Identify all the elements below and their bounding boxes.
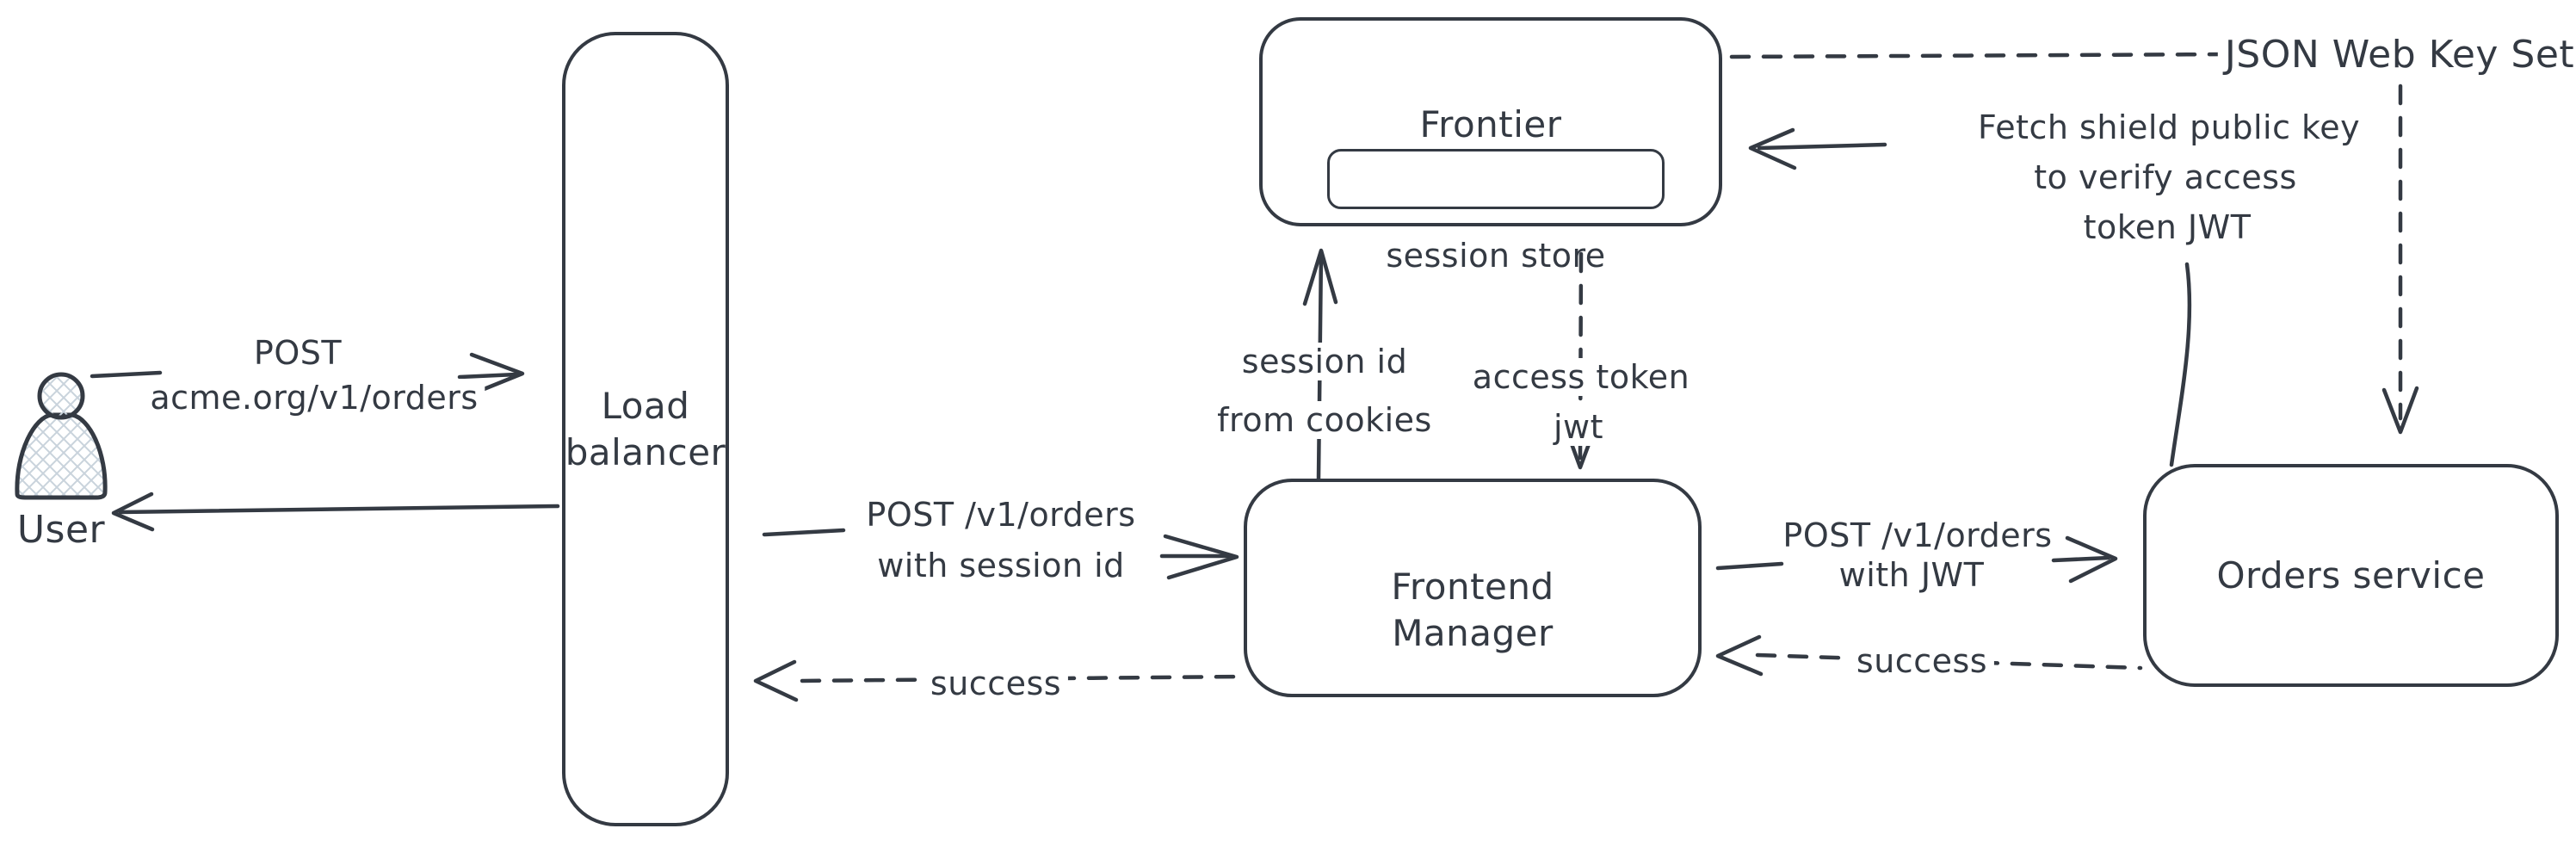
load-balancer-title-line1: Load: [601, 384, 690, 427]
label-fetch-shield-line1: Fetch shield public key: [1970, 108, 2368, 146]
node-load-balancer: Load balancer: [562, 32, 729, 826]
edge-load-balancer-to-user: [111, 492, 560, 532]
label-session-id: session id: [1234, 343, 1415, 380]
label-fetch-shield-line3: token JWT: [2076, 208, 2258, 246]
node-session-store: session store: [1327, 149, 1665, 275]
frontend-manager-title-line1: Frontend: [1391, 566, 1554, 608]
orders-service-title: Orders service: [2216, 553, 2486, 597]
label-post-v1-orders-jwt: POST /v1/orders: [1776, 516, 2060, 554]
label-access-token: access token: [1465, 358, 1697, 396]
node-frontier: Frontier session store: [1259, 17, 1722, 275]
user-person-icon: [15, 372, 108, 500]
label-with-session-id: with session id: [870, 547, 1132, 584]
session-store-title: session store: [1386, 237, 1606, 275]
load-balancer-title-line2: balancer: [565, 430, 726, 473]
label-json-web-key-set: JSON Web Key Set: [2217, 36, 2576, 74]
user-label: User: [16, 508, 106, 552]
frontend-manager-title-line2: Manager: [1392, 612, 1554, 654]
label-jwt: jwt: [1546, 408, 1611, 446]
label-success-left: success: [923, 665, 1069, 702]
label-from-cookies: from cookies: [1210, 401, 1439, 439]
label-post-v1-orders-session: POST /v1/orders: [859, 496, 1143, 534]
label-fetch-shield-line2: to verify access: [2027, 158, 2304, 196]
node-orders-service: Orders service: [2143, 464, 2559, 687]
label-with-jwt: with JWT: [1832, 556, 1992, 594]
label-success-right: success: [1849, 642, 1995, 680]
node-frontend-manager: Frontend Manager: [1244, 479, 1702, 697]
label-post: POST: [246, 334, 349, 372]
frontier-title: Frontier: [1419, 103, 1562, 145]
label-acme-org-v1-orders: acme.org/v1/orders: [143, 379, 485, 417]
